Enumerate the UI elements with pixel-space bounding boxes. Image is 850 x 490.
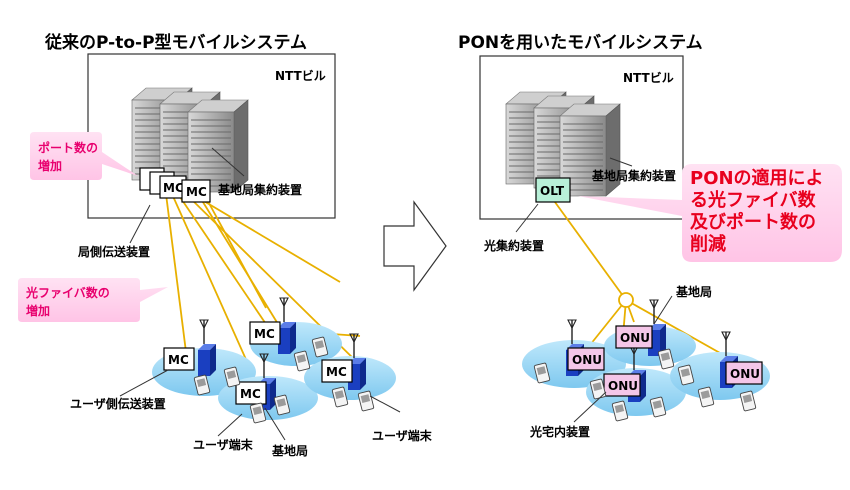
- right-building-label: NTTビル: [623, 70, 674, 85]
- svg-text:及びポート数の: 及びポート数の: [690, 211, 816, 233]
- left-title: 従来のP-to-P型モバイルシステム: [44, 32, 307, 53]
- right-aggregator-leader: [609, 157, 633, 167]
- right-onu-boxes: ONU ONU ONU ONU: [567, 325, 763, 397]
- transition-arrow: [383, 200, 447, 292]
- svg-text:ONU: ONU: [572, 353, 602, 367]
- olt-box: OLT: [535, 177, 571, 203]
- svg-text:増加: 増加: [38, 158, 62, 173]
- right-title: PONを用いたモバイルシステム: [458, 33, 703, 53]
- svg-text:MC: MC: [326, 365, 347, 379]
- svg-text:る光ファイバ数: る光ファイバ数: [690, 189, 817, 211]
- left-user-terminal-label-1: ユーザ端末: [193, 437, 254, 452]
- svg-text:MC: MC: [240, 387, 261, 401]
- left-office-transmitter-label: 局側伝送装置: [78, 244, 150, 259]
- svg-text:OLT: OLT: [540, 184, 565, 198]
- optical-home-label: 光宅内装置: [529, 424, 590, 439]
- left-base-station-leader: [264, 407, 286, 441]
- svg-text:MC: MC: [163, 181, 184, 195]
- left-aggregator-label: 基地局集約装置: [217, 182, 302, 197]
- right-base-station-label: 基地局: [675, 284, 712, 299]
- svg-text:ONU: ONU: [620, 331, 650, 345]
- left-user-transmitter-label: ユーザ側伝送装置: [70, 396, 166, 411]
- left-callout-ports: ポート数の 増加: [30, 132, 138, 180]
- left-user-terminal-leader-2: [369, 395, 401, 413]
- svg-text:光ファイバ数の: 光ファイバ数の: [25, 285, 110, 300]
- svg-text:ONU: ONU: [730, 367, 760, 381]
- optical-aggregator-leader: [515, 203, 539, 233]
- left-building-label: NTTビル: [275, 68, 326, 83]
- svg-text:削減: 削減: [690, 233, 726, 255]
- svg-text:ONU: ONU: [608, 379, 638, 393]
- left-callout-fiber: 光ファイバ数の 増加: [18, 278, 168, 322]
- left-base-station-label: 基地局: [271, 443, 308, 458]
- left-mc-boxes: MC MC MC MC: [163, 321, 353, 405]
- optical-home-leader: [573, 391, 607, 423]
- optical-splitter: [618, 292, 634, 308]
- right-callout-benefit: PONの適用によ る光ファイバ数 及びポート数の 削減: [578, 164, 842, 262]
- svg-text:MC: MC: [186, 185, 207, 199]
- svg-text:MC: MC: [168, 353, 189, 367]
- left-user-transmitter-leader: [119, 369, 169, 397]
- left-aggregator-leader: [211, 147, 245, 177]
- right-aggregator-label: 基地局集約装置: [591, 168, 676, 183]
- svg-text:MC: MC: [254, 327, 275, 341]
- svg-text:PONの適用によ: PONの適用によ: [690, 167, 824, 189]
- optical-aggregator-label: 光集約装置: [483, 238, 544, 253]
- left-user-terminal-leader-1: [217, 413, 243, 437]
- left-user-terminal-label-2: ユーザ端末: [372, 428, 433, 443]
- svg-text:増加: 増加: [26, 303, 50, 318]
- left-mc-stack: MC MC: [139, 167, 211, 203]
- right-base-station-leader: [653, 295, 673, 325]
- left-office-transmitter-leader: [129, 204, 151, 244]
- svg-text:ポート数の: ポート数の: [38, 140, 98, 155]
